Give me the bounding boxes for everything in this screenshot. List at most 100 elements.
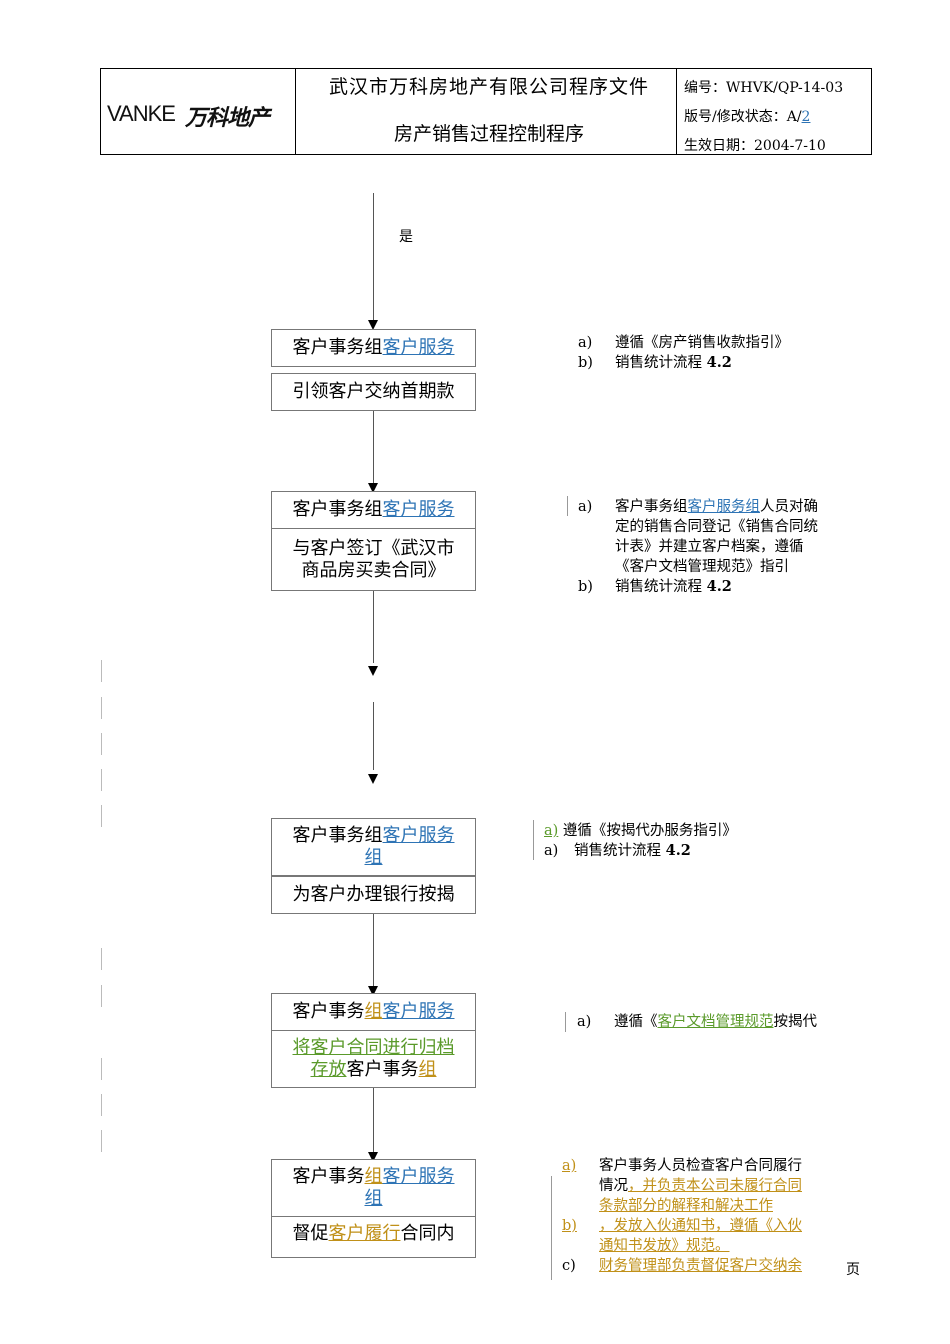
note-marker: b) <box>562 1218 577 1234</box>
step3-action: 为客户办理银行按揭 <box>292 884 455 905</box>
document-header: VANKE 万科地产 武汉市万科房地产有限公司程序文件 房产销售过程控制程序 编… <box>100 68 872 155</box>
step5-action: 合同内 <box>400 1223 455 1244</box>
note-item: a) 遵循《按揭代办服务指引》 <box>544 821 864 841</box>
step4-role-insert: 组 <box>364 1001 383 1022</box>
arrow-down-icon <box>368 666 378 676</box>
doc-version: 版号/修改状态：A/2 <box>684 106 810 126</box>
step2-action-box: 与客户签订《武汉市商品房买卖合同》 <box>271 528 476 591</box>
header-divider <box>295 69 296 154</box>
company-name: 武汉市万科房地产有限公司程序文件 <box>328 76 649 98</box>
note-marker: a) <box>562 1158 577 1174</box>
change-bar <box>551 1176 552 1280</box>
doc-effective-date: 生效日期：2004-7-10 <box>684 138 826 154</box>
step4-role-link[interactable]: 客户服务 <box>382 1001 455 1022</box>
step2-role-box: 客户事务组客户服务 <box>271 491 476 529</box>
change-bar <box>567 496 568 516</box>
note-insert: 财务管理部负责督促客户交纳余 <box>599 1258 802 1274</box>
note-item: a)客户事务人员检查客户合同履行情况，并负责本公司未履行合同条款部分的解释和解决… <box>562 1156 837 1216</box>
doc-number: 编号：WHVK/QP-14-03 <box>684 80 844 96</box>
note-text: 客户事务组 <box>615 499 688 515</box>
step4-action-insert: 存放 <box>310 1059 347 1080</box>
logo-en: VANKE <box>107 101 176 126</box>
step2-action-line1: 与客户签订《武汉市 <box>292 538 455 559</box>
margin-bar <box>101 1130 102 1152</box>
step2-role-link[interactable]: 客户服务 <box>382 499 455 520</box>
step4-role: 客户事务 <box>292 1001 365 1022</box>
document-title: 房产销售过程控制程序 <box>393 123 584 145</box>
step4-action-insert: 将客户合同进行归档 <box>292 1037 455 1058</box>
step2-role: 客户事务组 <box>292 499 383 520</box>
step1-action: 引领客户交纳首期款 <box>292 381 455 402</box>
note-marker: b) <box>578 355 593 371</box>
step1-role-link[interactable]: 客户服务 <box>382 337 455 358</box>
note-text: 遵循《 <box>614 1014 658 1030</box>
step5-role-link[interactable]: 组 <box>364 1188 383 1209</box>
connector-line <box>373 702 374 770</box>
page-label: 页 <box>846 1262 860 1278</box>
version-link[interactable]: 2 <box>801 109 811 125</box>
step4-role-box: 客户事务组客户服务 <box>271 993 476 1031</box>
note-marker: b) <box>578 579 593 595</box>
connector-line <box>373 914 374 986</box>
step5-notes: a)客户事务人员检查客户合同履行情况，并负责本公司未履行合同条款部分的解释和解决… <box>562 1156 837 1286</box>
margin-bar <box>101 1058 102 1080</box>
step3-role-link[interactable]: 组 <box>364 847 383 868</box>
note-item: c) 财务管理部负责督促客户交纳余 <box>562 1256 837 1276</box>
note-text: 销售统计流程 <box>574 843 661 859</box>
step1-notes: a)遵循《房产销售收款指引》 b)销售统计流程 4.2 <box>578 333 868 373</box>
note-link[interactable]: 客户服务组 <box>687 499 761 515</box>
note-item: a) 销售统计流程 4.2 <box>544 841 864 861</box>
note-text: 计表》并建立客户档案，遵循 <box>615 539 804 555</box>
note-item: b)，发放入伙通知书，遵循《入伙通知书发放》规范。 <box>562 1216 837 1256</box>
margin-bar <box>101 985 102 1007</box>
step5-action-box: 督促客户履行合同内 <box>271 1216 476 1258</box>
margin-bar <box>101 733 102 755</box>
margin-bar <box>101 769 102 791</box>
margin-bar <box>101 660 102 682</box>
yes-label: 是 <box>399 229 413 245</box>
note-marker: a) <box>578 499 593 515</box>
note-text: 《客户文档管理规范》指引 <box>615 559 789 575</box>
step1-role-box: 客户事务组客户服务 <box>271 329 476 367</box>
step4-notes: a)遵循《客户文档管理规范按揭代 <box>577 1012 867 1038</box>
step3-role-link[interactable]: 客户服务 <box>382 825 455 846</box>
step5-role-link[interactable]: 客户服务 <box>382 1166 455 1187</box>
step5-role-box: 客户事务组客户服务组 <box>271 1159 476 1217</box>
margin-bar <box>101 1094 102 1116</box>
note-marker: a) <box>577 1014 592 1030</box>
note-text: 遵循《房产销售收款指引》 <box>615 335 789 351</box>
note-marker: a) <box>578 335 593 351</box>
step3-role-box: 客户事务组客户服务组 <box>271 818 476 876</box>
note-text: 遵循《按揭代办服务指引》 <box>562 823 737 839</box>
step5-role: 客户事务 <box>292 1166 365 1187</box>
note-item: b)销售统计流程 4.2 <box>578 353 868 373</box>
margin-bar <box>101 948 102 970</box>
note-text: 按揭代 <box>773 1014 818 1030</box>
arrow-down-icon <box>368 1152 378 1162</box>
header-divider <box>676 69 677 154</box>
note-text: 销售统计流程 <box>615 579 702 595</box>
step1-role: 客户事务组 <box>292 337 383 358</box>
note-text: 客户事务人员检查客户合同履行 <box>599 1158 802 1174</box>
change-bar <box>565 1012 566 1032</box>
connector-line <box>373 193 374 323</box>
note-insert: ，发放入伙通知书，遵循《入伙 <box>599 1218 802 1234</box>
note-bold: 4.2 <box>665 842 691 859</box>
note-item: a)客户事务组客户服务组人员对确定的销售合同登记《销售合同统计表》并建立客户档案… <box>578 497 868 577</box>
note-marker: a) <box>544 843 559 859</box>
note-item: a) 遵循《房产销售收款指引》 <box>578 333 868 353</box>
note-marker: c) <box>562 1258 576 1274</box>
logo-cn: 万科地产 <box>185 106 270 131</box>
step2-notes: a)客户事务组客户服务组人员对确定的销售合同登记《销售合同统计表》并建立客户档案… <box>578 497 868 597</box>
note-item: a)遵循《客户文档管理规范按揭代 <box>577 1012 867 1032</box>
note-insert: ，并负责本公司未履行合同 <box>628 1178 802 1194</box>
arrow-down-icon <box>368 986 378 996</box>
arrow-down-icon <box>368 483 378 493</box>
step5-role-insert: 组 <box>364 1166 383 1187</box>
note-bold: 4.2 <box>706 578 732 595</box>
note-text: 销售统计流程 <box>615 355 702 371</box>
margin-bar <box>101 697 102 719</box>
note-item: b) 销售统计流程 4.2 <box>578 577 868 597</box>
note-insert: 条款部分的解释和解决工作 <box>599 1198 773 1214</box>
step5-action-insert: 客户履行 <box>328 1223 401 1244</box>
